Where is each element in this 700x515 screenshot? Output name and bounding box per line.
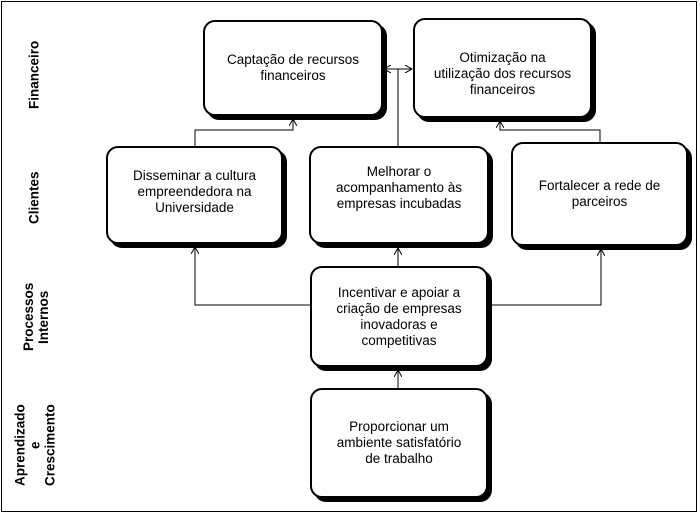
arrow-fortalecer-to-otimizacao bbox=[500, 121, 601, 142]
box-captacao-recursos: Captação de recursos financeiros bbox=[203, 20, 383, 116]
box-fortalecer-rede: Fortalecer a rede de parceiros bbox=[511, 142, 688, 246]
box-incentivar-apoiar: Incentivar e apoiar a criação de empresa… bbox=[310, 266, 488, 367]
box-proporcionar-ambiente: Proporcionar um ambiente satisfatório de… bbox=[310, 388, 488, 498]
arrow-disseminar-to-captacao bbox=[194, 119, 293, 146]
box-melhorar-acompanhamento: Melhorar o acompanhamento às empresas in… bbox=[309, 146, 489, 244]
arrow-incentivar-to-disseminar bbox=[195, 247, 310, 306]
box-disseminar-cultura: Disseminar a cultura empreendedora na Un… bbox=[106, 146, 283, 244]
arrow-incentivar-to-fortalecer bbox=[488, 249, 601, 306]
box-otimizacao-recursos: Otimização na utilização dos recursos fi… bbox=[413, 18, 592, 118]
